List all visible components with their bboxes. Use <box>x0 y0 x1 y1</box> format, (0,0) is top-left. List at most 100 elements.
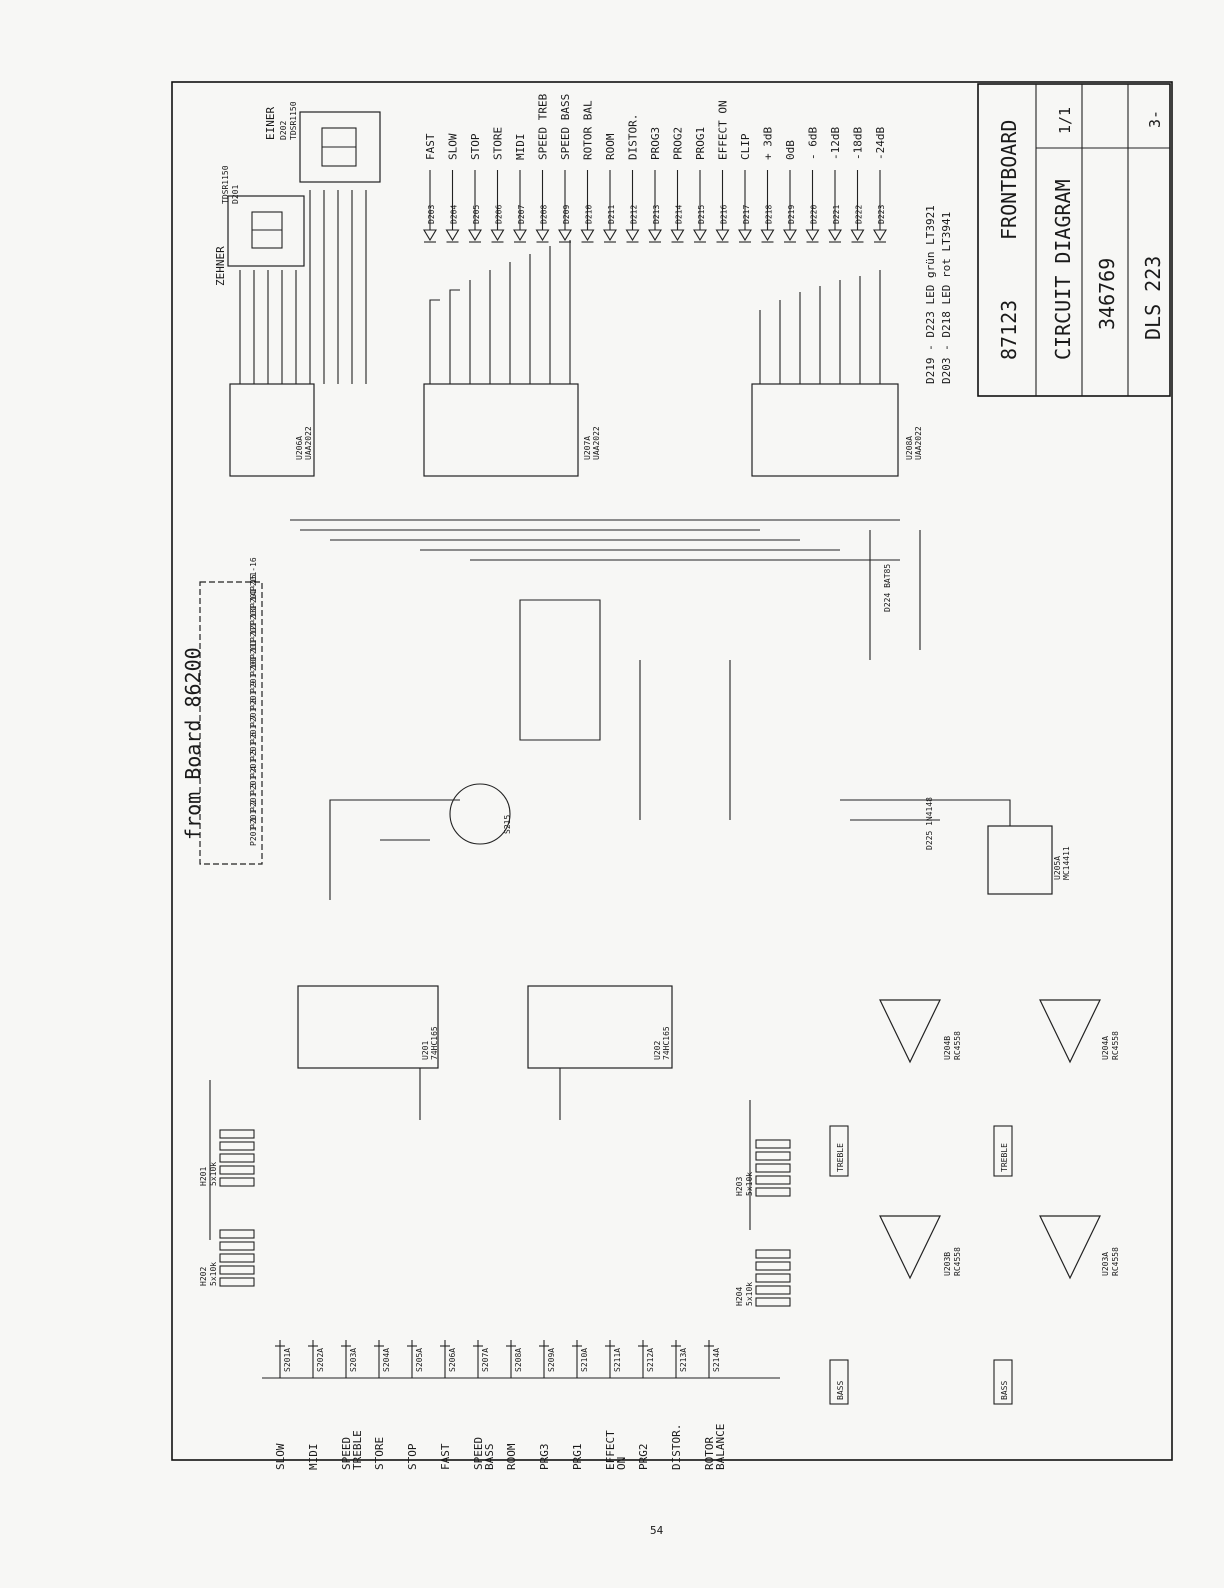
switch-label: SPEED <box>472 1437 485 1470</box>
page-footer: 54 <box>650 1524 664 1537</box>
ic-u206a: U206A UAA2022 <box>229 383 315 477</box>
switch-ref: S207A <box>481 1348 490 1372</box>
svg-text:U204B: U204B <box>943 1036 952 1060</box>
led-ref: D203 <box>427 205 436 224</box>
led-label: 0dB <box>784 140 797 160</box>
label-d225: D225 1N4148 <box>925 797 934 850</box>
connector-pin: P201-13 <box>249 608 258 642</box>
connector-pin: P201-2 <box>249 800 258 829</box>
svg-text:EINER: EINER <box>264 107 277 140</box>
title-block: 87123 FRONTBOARD CIRCUIT DIAGRAM 1/1 346… <box>977 83 1171 397</box>
led-ref: D208 <box>540 205 549 224</box>
label-s215: S215 <box>503 815 512 834</box>
svg-text:UAA2022: UAA2022 <box>592 426 601 460</box>
svg-text:D201: D201 <box>231 185 240 204</box>
led-label: + 3dB <box>762 127 775 160</box>
resistor-pack-ref: H201 <box>199 1167 208 1186</box>
led-ref: D210 <box>585 205 594 224</box>
led-label: PROG1 <box>694 127 707 160</box>
switch-ref: S206A <box>448 1348 457 1372</box>
opamp-u203b: U203B RC4558 <box>879 1215 962 1280</box>
switch-label: STOP <box>406 1443 419 1470</box>
svg-text:U203B: U203B <box>943 1252 952 1276</box>
switch-ref: S204A <box>382 1348 391 1372</box>
switch-ref: S209A <box>547 1348 556 1372</box>
meter-label-bass-2: BASS <box>993 1359 1013 1405</box>
title-number: 87123 <box>997 300 1021 360</box>
svg-text:ZEHNER: ZEHNER <box>214 246 227 286</box>
svg-text:U201: U201 <box>421 1041 430 1060</box>
led-label: - 6dB <box>807 127 820 160</box>
led-ref: D211 <box>607 205 616 224</box>
led-ref: D205 <box>472 205 481 224</box>
connector-pin: P201-15 <box>249 574 258 608</box>
display-einer: EINER D202 TDSR1150 <box>264 101 381 183</box>
resistor-pack-value: 5x10k <box>209 1162 218 1186</box>
svg-text:BASS: BASS <box>1000 1381 1009 1400</box>
led-label: -12dB <box>829 127 842 160</box>
switch-label: ROTOR <box>703 1437 716 1470</box>
switch-ref: S202A <box>316 1348 325 1372</box>
led-label: FAST <box>424 133 437 160</box>
led-label: SLOW <box>447 133 460 160</box>
led-label: SPEED BASS <box>559 94 572 160</box>
connector-pin: P201-9 <box>249 681 258 710</box>
switch-label: TREBLE <box>351 1430 364 1470</box>
resistor-pack-value: 5x10k <box>209 1262 218 1286</box>
switch-ref: S203A <box>349 1348 358 1372</box>
opamp-u204b: U204B RC4558 <box>879 999 962 1064</box>
switch-label: FAST <box>439 1443 452 1470</box>
led-ref: D220 <box>810 205 819 224</box>
svg-text:BASS: BASS <box>836 1381 845 1400</box>
meter-label-treble-1: TREBLE <box>829 1125 849 1177</box>
switch-ref: S214A <box>712 1348 721 1372</box>
led-ref: D222 <box>855 205 864 224</box>
led-bus-wiring <box>239 190 881 384</box>
label-d224: D224 BAT85 <box>883 564 892 612</box>
led-ref: D217 <box>742 205 751 224</box>
switch-label: SLOW <box>274 1443 287 1470</box>
led-ref: D214 <box>675 205 684 224</box>
svg-text:RC4558: RC4558 <box>1111 1031 1120 1060</box>
led-19: -12dB D221 <box>828 127 842 243</box>
led-label: -18dB <box>852 127 865 160</box>
switch-4: S204A STORE <box>373 1340 391 1470</box>
title-part-no: 346769 <box>1095 258 1119 330</box>
switch-ref: S205A <box>415 1348 424 1372</box>
led-ref: D221 <box>832 205 841 224</box>
ic-u208a: U208A UAA2022 <box>751 383 923 477</box>
svg-text:U203A: U203A <box>1101 1252 1110 1276</box>
svg-text:MC14411: MC14411 <box>1062 846 1071 880</box>
led-ref: D207 <box>517 205 526 224</box>
resistor-pack-ref: H202 <box>199 1267 208 1286</box>
switch-label: EFFECT <box>604 1430 617 1470</box>
connector-pin: P201-7 <box>249 715 258 744</box>
led-18: - 6dB D220 <box>805 127 820 243</box>
led-label: CLIP <box>739 133 752 160</box>
led-ref: D204 <box>450 205 459 224</box>
led-ref: D209 <box>562 205 571 224</box>
title-type: CIRCUIT DIAGRAM <box>1051 179 1075 360</box>
drawing-frame <box>171 81 1173 1461</box>
meter-label-bass-1: BASS <box>829 1359 849 1405</box>
display-zehner: ZEHNER D201 TDSR1150 <box>214 165 305 286</box>
svg-text:TREBLE: TREBLE <box>1000 1143 1009 1172</box>
connector-p201: from Board 86200 P201-1P201-2P201-3P201-… <box>181 557 263 865</box>
switch-label: STORE <box>373 1437 386 1470</box>
svg-text:TDSR1150: TDSR1150 <box>289 101 298 140</box>
svg-text:U207A: U207A <box>583 436 592 460</box>
ic-u201: U201 74HC165 <box>297 985 439 1069</box>
svg-text:RC4558: RC4558 <box>1111 1247 1120 1276</box>
